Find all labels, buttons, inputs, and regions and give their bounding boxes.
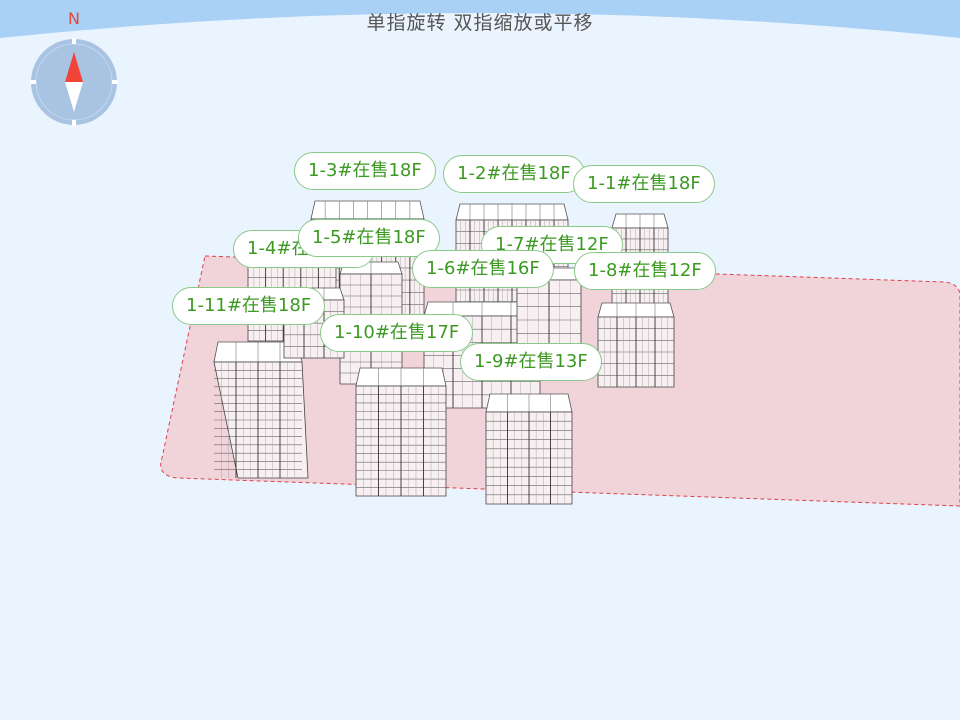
building-label-1-5[interactable]: 1-5#在售18F xyxy=(298,219,440,257)
building-label-1-9[interactable]: 1-9#在售13F xyxy=(460,343,602,381)
building-label-1-2[interactable]: 1-2#在售18F xyxy=(443,155,585,193)
building-label-1-11[interactable]: 1-11#在售18F xyxy=(172,287,326,325)
building-label-1-1[interactable]: 1-1#在售18F xyxy=(573,165,715,203)
building-label-1-6[interactable]: 1-6#在售16F xyxy=(412,250,554,288)
building-block xyxy=(485,393,573,505)
building-block xyxy=(597,302,675,388)
sky-band xyxy=(0,0,960,38)
compass-icon[interactable] xyxy=(30,38,118,126)
building-label-1-10[interactable]: 1-10#在售17F xyxy=(320,314,474,352)
building-block xyxy=(213,341,309,479)
building-label-1-3[interactable]: 1-3#在售18F xyxy=(294,152,436,190)
gesture-hint: 单指旋转 双指缩放或平移 xyxy=(366,12,594,34)
building-block xyxy=(355,367,447,497)
compass-north-label: N xyxy=(68,9,80,28)
building-label-1-8[interactable]: 1-8#在售12F xyxy=(574,252,716,290)
